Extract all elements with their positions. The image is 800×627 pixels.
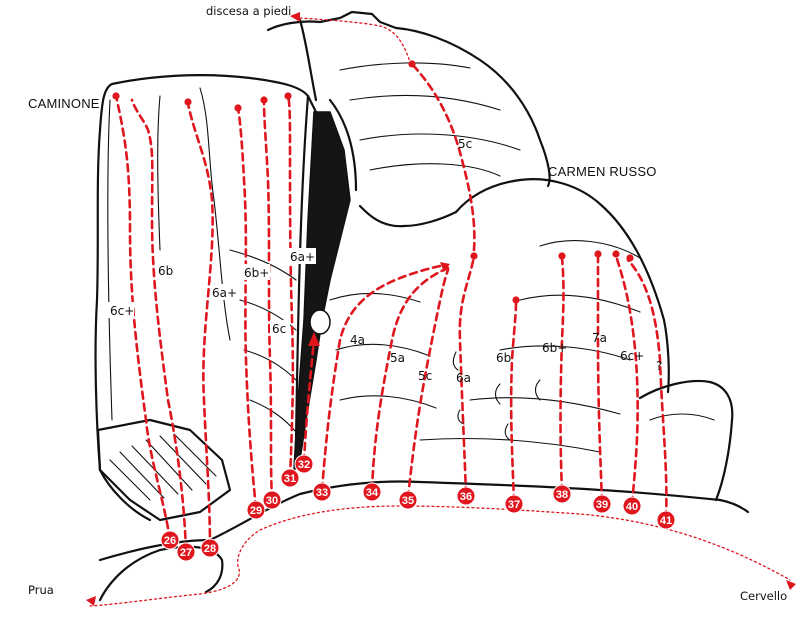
route-33-arrow-icon (440, 262, 450, 272)
anchor-37 (512, 296, 520, 304)
route-line-40 (614, 254, 639, 506)
svg-text:31: 31 (284, 473, 296, 485)
svg-text:26: 26 (164, 535, 176, 547)
route-line-26 (114, 94, 172, 542)
route-line-28 (186, 102, 214, 550)
route-line-32 (302, 338, 316, 464)
anchor-41 (626, 254, 634, 262)
descent-label: discesa a piedi (206, 4, 291, 18)
anchor-upper (408, 60, 416, 68)
descent-path (89, 17, 791, 607)
route-32-arrow-icon (308, 332, 320, 346)
svg-text:38: 38 (556, 489, 568, 501)
route-line-39 (596, 254, 604, 504)
grade-40: 6c+ (620, 349, 644, 363)
route-line-27 (130, 98, 188, 552)
route-line-31 (286, 94, 295, 480)
grade-39: 7a (592, 331, 607, 345)
route-line-30 (262, 98, 274, 502)
grade-30: 6c (272, 322, 286, 336)
anchor-39 (594, 250, 602, 258)
route-lines (114, 62, 668, 552)
route-badges: 26 27 28 29 30 31 32 33 34 35 36 37 38 3… (160, 454, 676, 562)
route-line-33 (320, 264, 442, 492)
grade-36: 6a (456, 371, 471, 385)
svg-text:28: 28 (204, 543, 216, 555)
anchor-31 (284, 92, 292, 100)
route-badge-30: 30 (262, 490, 282, 510)
route-line-29 (236, 106, 258, 510)
grade-29: 6b+ (244, 266, 269, 280)
route-badge-31: 31 (280, 468, 300, 488)
grade-28: 6a+ (212, 286, 237, 300)
grade-26: 6c+ (110, 304, 134, 318)
svg-text:34: 34 (366, 487, 379, 499)
svg-text:40: 40 (626, 501, 638, 513)
route-badge-27: 27 (176, 542, 196, 562)
grade-33: 4a (350, 333, 365, 347)
sector-label-caminone: CAMINONE (28, 96, 100, 111)
anchor-28 (184, 98, 192, 106)
route-line-upper (410, 62, 476, 252)
grade-34: 5a (390, 351, 405, 365)
grade-41: ? (656, 359, 662, 373)
route-line-36 (458, 254, 476, 496)
route-line-41 (626, 258, 668, 520)
prua-label: Prua (28, 583, 54, 597)
grade-31: 6a+ (290, 250, 315, 264)
cervello-label: Cervello (740, 589, 787, 603)
route-badge-33: 33 (312, 482, 332, 502)
svg-text:35: 35 (402, 495, 414, 507)
route-line-34 (370, 266, 450, 492)
grade-38: 6b+ (542, 341, 567, 355)
route-badge-38: 38 (552, 484, 572, 504)
grade-35: 5c (418, 369, 432, 383)
svg-text:29: 29 (250, 505, 262, 517)
route-badge-37: 37 (504, 494, 524, 514)
route-badge-36: 36 (456, 486, 476, 506)
route-badge-41: 41 (656, 510, 676, 530)
anchor-30 (260, 96, 268, 104)
route-line-37 (509, 300, 518, 504)
anchor-26 (112, 92, 120, 100)
route-badge-28: 28 (200, 538, 220, 558)
grade-labels: 6c+ 6b 6a+ 6b+ 6c 6a+ 4a 5a 5c 6a 6b 6b+… (108, 137, 662, 385)
anchor-dots (112, 60, 634, 304)
cervello-arrow-icon (786, 580, 796, 590)
svg-text:33: 33 (316, 487, 328, 499)
grade-37: 6b (496, 351, 511, 365)
svg-text:32: 32 (298, 459, 310, 471)
route-badge-32: 32 (294, 454, 314, 474)
svg-text:41: 41 (660, 515, 672, 527)
anchor-36 (470, 252, 478, 260)
route-badge-26: 26 (160, 530, 180, 550)
descent-arrow-icon (290, 12, 300, 22)
route-badge-29: 29 (246, 500, 266, 520)
route-line-38 (559, 256, 565, 494)
svg-text:27: 27 (180, 547, 192, 559)
anchor-40 (612, 250, 620, 258)
chockstone (309, 309, 331, 335)
route-badge-40: 40 (622, 496, 642, 516)
svg-text:37: 37 (508, 499, 520, 511)
rock-outline (94, 10, 750, 602)
anchor-38 (558, 252, 566, 260)
route-line-35 (406, 268, 450, 500)
svg-text:30: 30 (266, 495, 278, 507)
prua-arrow-icon (86, 596, 96, 606)
route-badge-34: 34 (362, 482, 382, 502)
svg-text:36: 36 (460, 491, 472, 503)
grade-27: 6b (158, 264, 173, 278)
route-badge-39: 39 (592, 494, 612, 514)
route-badge-35: 35 (398, 490, 418, 510)
sector-label-carmen-russo: CARMEN RUSSO (548, 164, 657, 179)
svg-text:39: 39 (596, 499, 608, 511)
chimney-shadow (293, 111, 351, 471)
grade-upper: 5c (458, 137, 472, 151)
anchor-29 (234, 104, 242, 112)
